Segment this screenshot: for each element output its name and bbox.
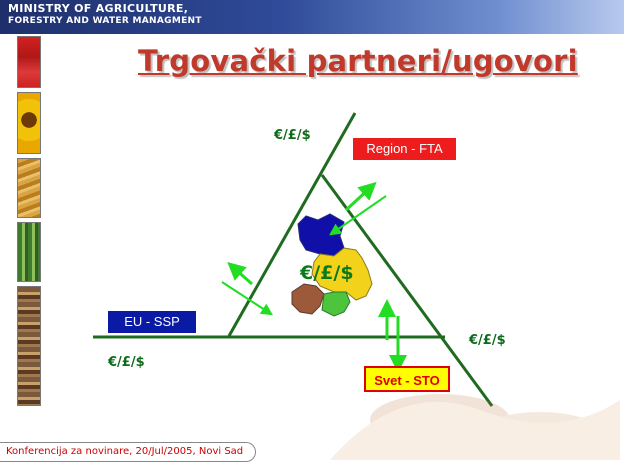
slide-title: Trgovački partneri/ugovori [138, 44, 578, 78]
vineyard-photo [17, 222, 41, 282]
currency-right: €/£/$ [469, 333, 506, 348]
arrow-eu-out [227, 262, 253, 286]
ministry-line-1: MINISTRY OF AGRICULTURE, [8, 2, 189, 15]
ministry-line-2: FORESTRY AND WATER MANAGMENT [8, 16, 202, 26]
flag-photo [17, 36, 41, 88]
arrows [221, 181, 407, 373]
line-left [227, 112, 357, 337]
arrow-eu-in [221, 281, 274, 316]
svet-sto-label: Svet - STO [364, 366, 450, 392]
photo-strip [17, 36, 41, 408]
sunflower-photo [17, 92, 41, 154]
line-right [320, 174, 494, 407]
ministry-logo-text: MINISTRY OF AGRICULTURE, FORESTRY AND WA… [8, 3, 202, 27]
map-central-serbia [311, 247, 373, 301]
currency-bottom-left: €/£/$ [108, 355, 145, 370]
grain-photo [17, 158, 41, 218]
map-kosovo [321, 291, 351, 317]
crowd-photo [17, 286, 41, 406]
currency-center: €/£/$ [300, 262, 354, 284]
currency-top: €/£/$ [274, 128, 311, 143]
arrow-region-out [344, 181, 377, 212]
header-bar: MINISTRY OF AGRICULTURE, FORESTRY AND WA… [0, 0, 624, 34]
footer-caption: Konferencija za novinare, 20/Jul/2005, N… [0, 442, 257, 462]
map-montenegro [291, 283, 325, 315]
arrow-region-in [329, 195, 387, 236]
region-fta-label: Region - FTA [353, 138, 456, 160]
background-decoration [330, 394, 620, 460]
eu-ssp-label: EU - SSP [108, 311, 196, 333]
map-vojvodina [297, 213, 345, 257]
